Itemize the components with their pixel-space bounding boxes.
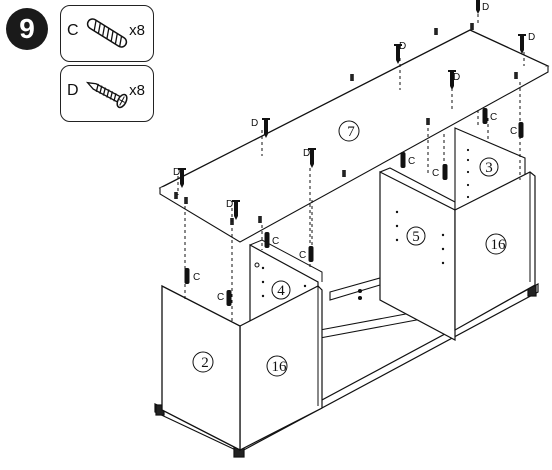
label-d: D — [251, 118, 258, 129]
hardware-letter: C — [67, 22, 79, 39]
label-c: C — [193, 272, 200, 283]
step-number: 9 — [19, 13, 35, 44]
panel-3: 3 — [454, 127, 526, 211]
label-d: D — [399, 41, 406, 52]
panel-number-16-back: 16 — [491, 237, 507, 253]
hardware-quantity: x8 — [129, 22, 145, 39]
step-number-badge: 9 — [6, 8, 48, 50]
panel-number-3: 3 — [485, 160, 493, 176]
panel-16-back: 16 — [454, 171, 536, 332]
panel-number-7: 7 — [347, 124, 355, 140]
label-c: C — [408, 156, 415, 167]
panel-number-4: 4 — [277, 283, 285, 299]
label-d: D — [173, 167, 180, 178]
panel-number-5: 5 — [412, 229, 420, 245]
panel-number-2: 2 — [201, 355, 209, 371]
label-d: D — [226, 199, 233, 210]
panel-5: 5 — [379, 167, 456, 341]
screw-labels: D D D D D D D D — [173, 2, 535, 210]
label-d: D — [482, 2, 489, 13]
screw-icon — [85, 81, 128, 109]
panel-16-front: 16 — [239, 285, 323, 451]
label-c: C — [510, 126, 517, 137]
hardware-quantity: x8 — [129, 82, 145, 99]
hardware-letter: D — [67, 82, 79, 99]
panel-number-16-front: 16 — [272, 359, 288, 375]
label-d: D — [303, 148, 310, 159]
label-c: C — [490, 112, 497, 123]
label-d: D — [528, 32, 535, 43]
label-c: C — [217, 292, 224, 303]
label-d: D — [453, 72, 460, 83]
label-c: C — [299, 250, 306, 261]
label-c: C — [272, 236, 279, 247]
hardware-box-screw: D x8 — [60, 65, 154, 122]
hardware-box-dowel: C x8 — [60, 5, 154, 62]
dowel-icon — [86, 18, 128, 48]
label-c: C — [432, 168, 439, 179]
panel-2: 2 — [161, 284, 241, 452]
dowel-labels: C C C C C C C C — [193, 112, 517, 303]
